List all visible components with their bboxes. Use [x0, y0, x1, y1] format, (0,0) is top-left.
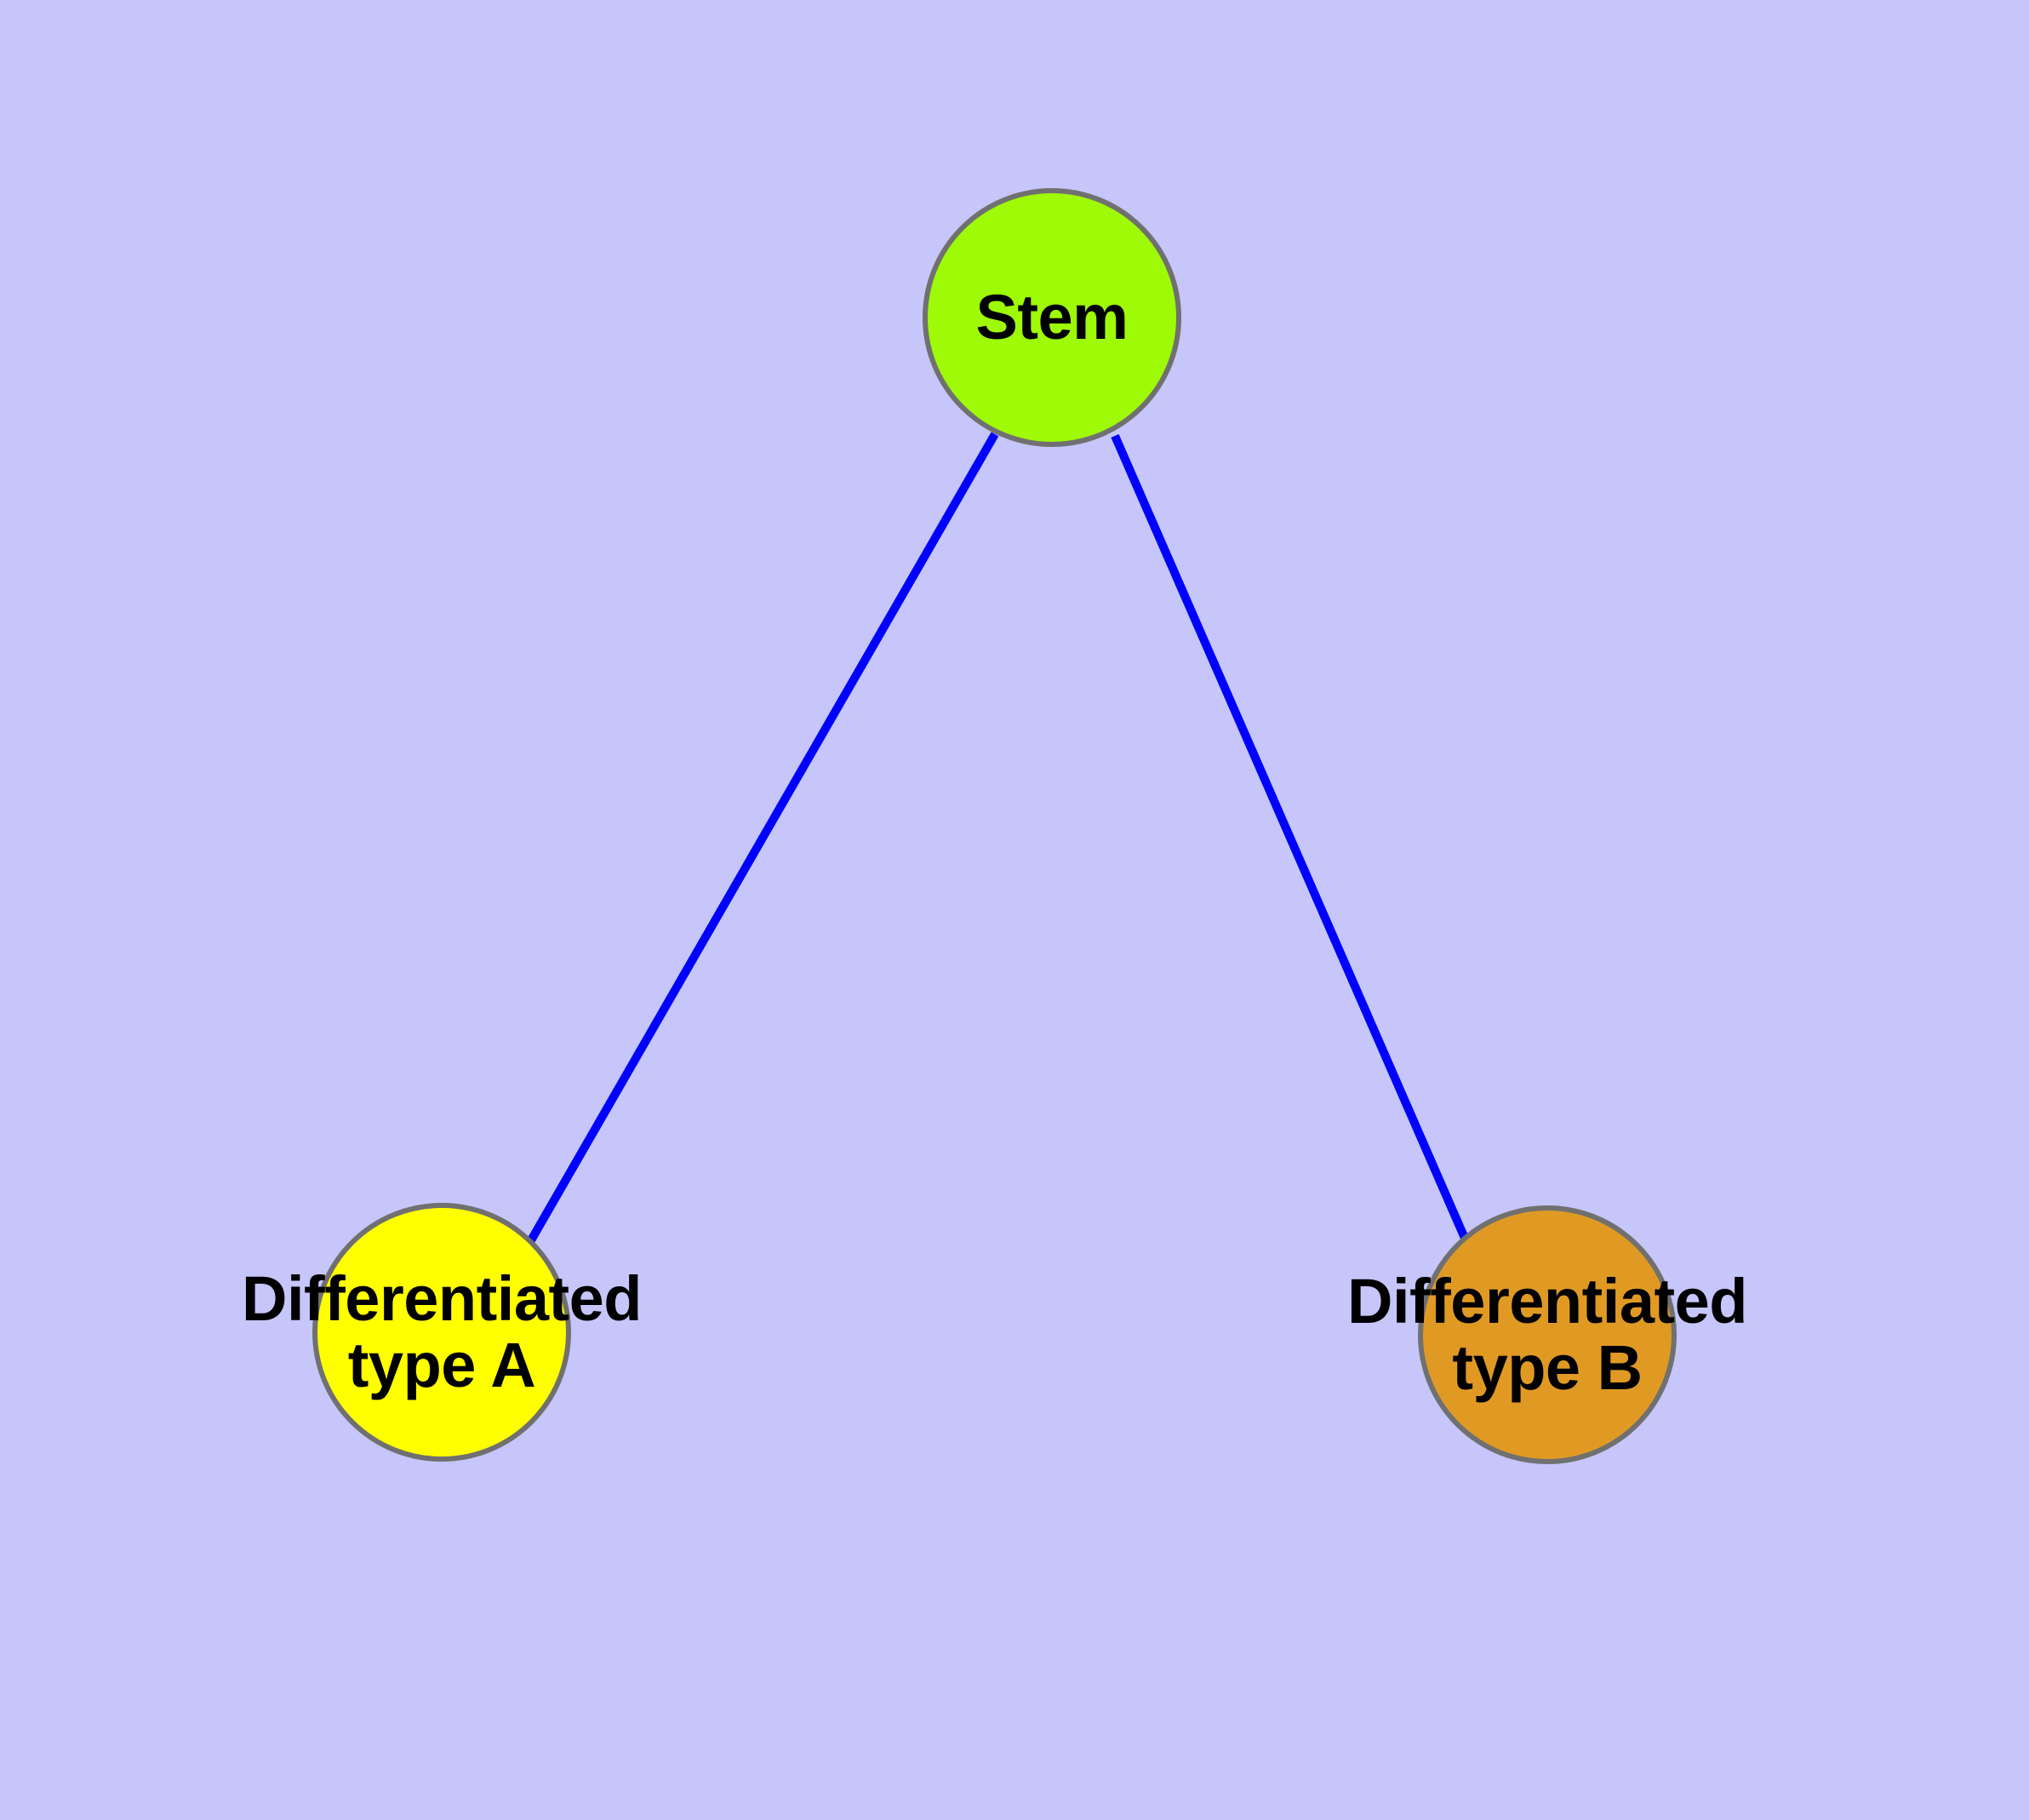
node-circle-stem[interactable]	[923, 188, 1181, 447]
node-circle-diff-b[interactable]	[1418, 1205, 1677, 1464]
edge-stem-to-diff-a[interactable]	[527, 432, 999, 1243]
edge-layer	[527, 432, 1471, 1244]
node-circle-diff-a[interactable]	[312, 1203, 571, 1462]
edge-stem-to-diff-b[interactable]	[1111, 434, 1471, 1244]
node-layer	[312, 188, 1677, 1464]
